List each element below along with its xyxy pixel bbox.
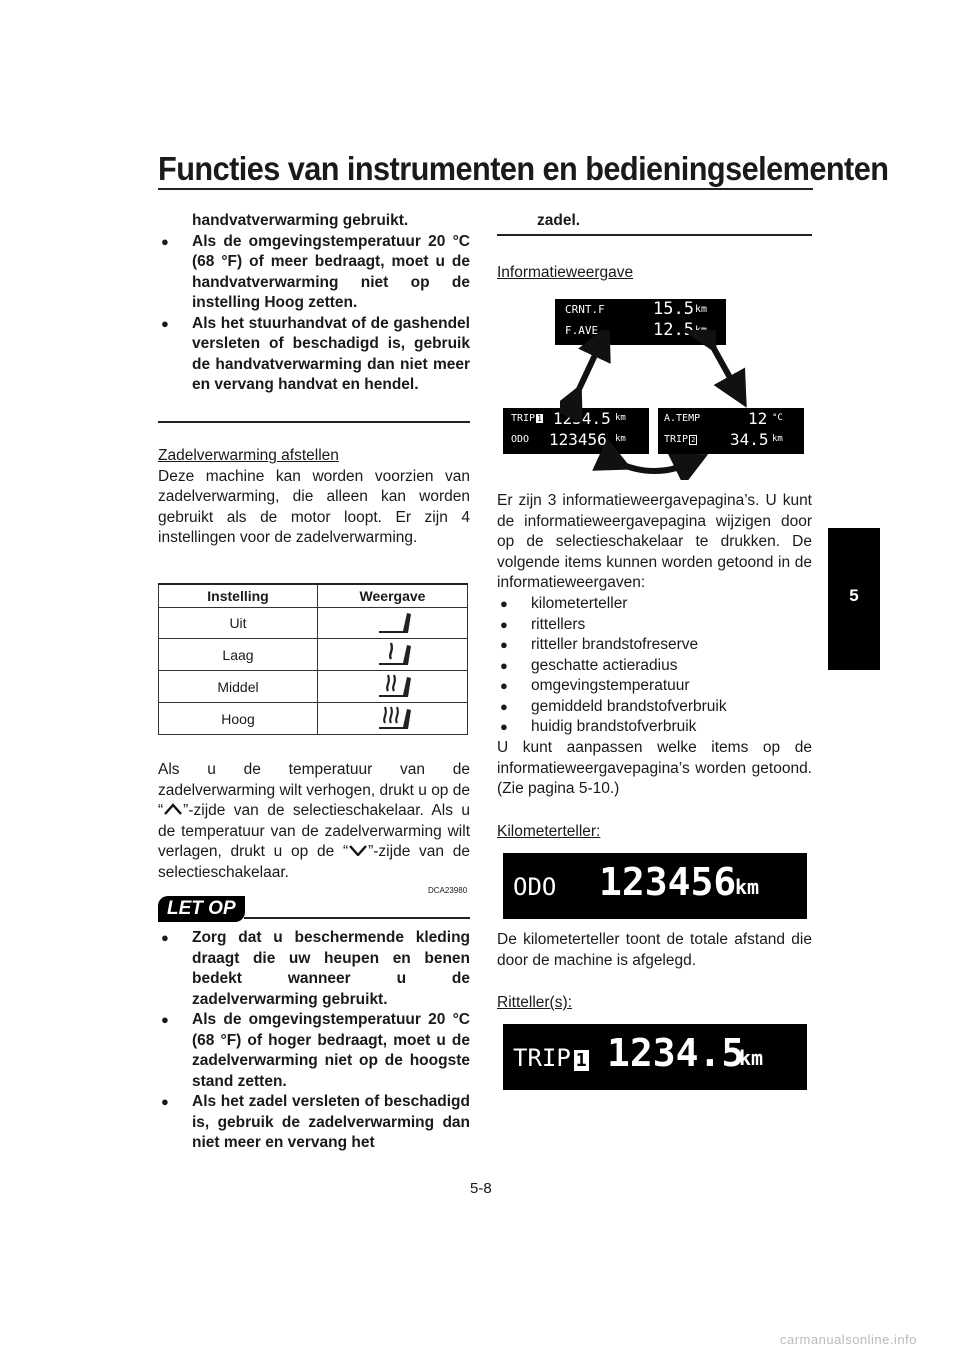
odometer-display: ODO 123456 km (503, 853, 807, 919)
adjust-text-part: Als u de temperatuur van de zadelverwarm… (158, 761, 470, 819)
lcd-value: 15.5 (653, 299, 694, 319)
seat-heating-section: Zadelverwarming afstellen Deze machine k… (158, 446, 470, 549)
warning-code: DCA23980 (428, 886, 468, 895)
adjust-text: Als u de temperatuur van de zadelverwarm… (158, 760, 470, 883)
lcd-value: 123456 (599, 860, 737, 904)
warning-bullet: Als de omgevingstemperatuur 20 °C (68 °F… (158, 232, 470, 314)
adjust-text-part: ”-zijde van de selectieschakelaar. (158, 843, 470, 881)
table-cell: Hoog (158, 702, 318, 735)
lcd-label: ODO (513, 873, 557, 901)
seat-off-icon (317, 607, 468, 639)
lcd-unit: km (739, 1046, 764, 1070)
lcd-label: ODO (511, 434, 530, 445)
seat-medium-icon (317, 670, 468, 703)
warning-bullet: Als de omgevingstemperatuur 20 °C (68 °F… (158, 1010, 470, 1092)
lcd-value: 34.5 (730, 430, 769, 449)
table-header: Instelling (158, 583, 318, 608)
section-heading: Kilometerteller: (497, 823, 601, 840)
display-cycle-arrows (560, 330, 747, 480)
table-cell: Uit (158, 607, 318, 639)
warning-end-rule (497, 234, 812, 236)
lcd-unit: °C (772, 413, 783, 423)
arrow-icon (683, 330, 747, 408)
section-heading: Zadelverwarming afstellen (158, 447, 339, 464)
arrow-icon (560, 330, 611, 424)
list-item: ritteller brandstofreserve (497, 635, 812, 656)
warning-continued: handvatverwarming gebruikt. Als de omgev… (158, 211, 470, 396)
warning-label: LET OP (158, 896, 245, 922)
trip-number: 1 (573, 1050, 589, 1071)
lcd-unit: km (735, 875, 760, 899)
chevron-up-icon (164, 803, 183, 815)
chevron-down-icon (349, 845, 368, 857)
list-item: omgevingstemperatuur (497, 676, 812, 697)
info-text: Er zijn 3 informatieweergavepagina’s. U … (497, 492, 812, 591)
warning-end-rule (158, 421, 470, 423)
list-item: gemiddeld brandstofverbruik (497, 697, 812, 718)
lcd-label: TRIP (513, 1044, 571, 1072)
lcd-label: A.TEMP (664, 413, 701, 424)
table-header: Weergave (317, 583, 468, 608)
warning-bullet: Als het stuurhandvat of de gashendel ver… (158, 314, 470, 396)
lcd-value: 12 (748, 409, 768, 428)
section-heading: Informatieweergave (497, 264, 634, 281)
title-rule (158, 188, 813, 190)
adjust-text-part: ”-zijde van de selectieschakelaar. Als u… (158, 802, 470, 860)
warning-box: Zorg dat u beschermende kleding draagt d… (158, 928, 470, 1154)
list-item: rittellers (497, 615, 812, 636)
warning-tail: handvatverwarming gebruikt. (192, 212, 409, 229)
list-item: geschatte actieradius (497, 656, 812, 677)
warning-tail: zadel. (537, 212, 581, 229)
lcd-label: TRIP (511, 413, 536, 424)
trip-number: 1 (536, 414, 543, 423)
lcd-unit: km (695, 304, 708, 315)
table-cell: Middel (158, 670, 318, 703)
arrow-icon (592, 438, 709, 480)
seat-high-icon (317, 702, 468, 735)
warning-bullet: Als het zadel versleten of beschadigd is… (158, 1092, 470, 1154)
custom-text: U kunt aanpassen welke items op de infor… (497, 739, 812, 797)
seat-low-icon (317, 638, 468, 671)
page-number: 5-8 (470, 1180, 492, 1197)
chapter-number: 5 (849, 586, 859, 605)
section-heading: Ritteller(s): (497, 994, 572, 1011)
warning-rule (244, 917, 470, 919)
info-items-list: kilometerteller rittellers ritteller bra… (497, 594, 812, 738)
lcd-value: 1234.5 (607, 1031, 745, 1075)
warning-bullet: Zorg dat u beschermende kleding draagt d… (158, 928, 470, 1010)
lcd-label: CRNT.F (565, 303, 605, 316)
watermark: carmanualsonline.info (780, 1332, 917, 1347)
list-item: huidig brandstofverbruik (497, 717, 812, 738)
table-cell: Laag (158, 638, 318, 671)
section-text: Deze machine kan worden voorzien van zad… (158, 467, 470, 547)
chapter-tab[interactable]: 5 (828, 528, 880, 670)
odo-text: De kilometerteller toont de totale afsta… (497, 931, 812, 969)
page-title: Functies van instrumenten en bedieningse… (158, 150, 889, 187)
lcd-unit: km (772, 434, 783, 444)
lcd-unit: km (615, 413, 626, 423)
list-item: kilometerteller (497, 594, 812, 615)
